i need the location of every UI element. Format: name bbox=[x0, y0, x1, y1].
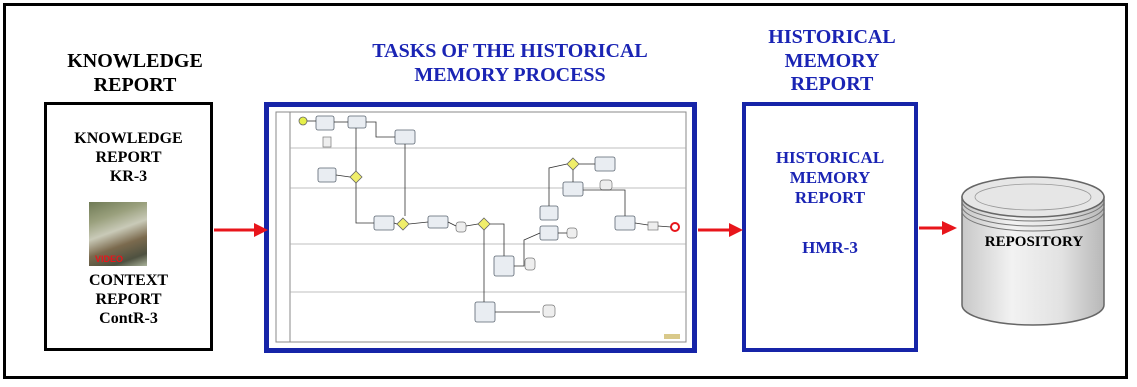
arrow-hmr-to-repository bbox=[919, 221, 957, 235]
repository-cylinder bbox=[961, 176, 1105, 326]
bpmn-process-box bbox=[264, 102, 697, 353]
knowledge-report-box bbox=[44, 102, 213, 351]
historical-memory-report-label: HISTORICAL MEMORY REPORT bbox=[775, 148, 885, 208]
hmr-code: HMR-3 bbox=[802, 238, 858, 257]
historical-memory-report-heading: HISTORICAL MEMORY REPORT bbox=[768, 26, 896, 96]
historical-memory-report-box bbox=[742, 102, 918, 352]
knowledge-report-heading: KNOWLEDGE REPORT bbox=[67, 50, 203, 96]
video-thumbnail: VIDEO bbox=[89, 202, 147, 266]
repository-label: REPOSITORY bbox=[984, 234, 1084, 250]
knowledge-report-label: KNOWLEDGE REPORT KR-3 bbox=[74, 130, 183, 185]
arrow-tasks-to-hmr bbox=[698, 223, 743, 237]
video-label: VIDEO bbox=[95, 254, 124, 264]
context-report-label: CONTEXT REPORT ContR-3 bbox=[88, 272, 169, 327]
tasks-heading: TASKS OF THE HISTORICAL MEMORY PROCESS bbox=[372, 40, 648, 86]
arrow-knowledge-to-tasks bbox=[214, 223, 268, 237]
